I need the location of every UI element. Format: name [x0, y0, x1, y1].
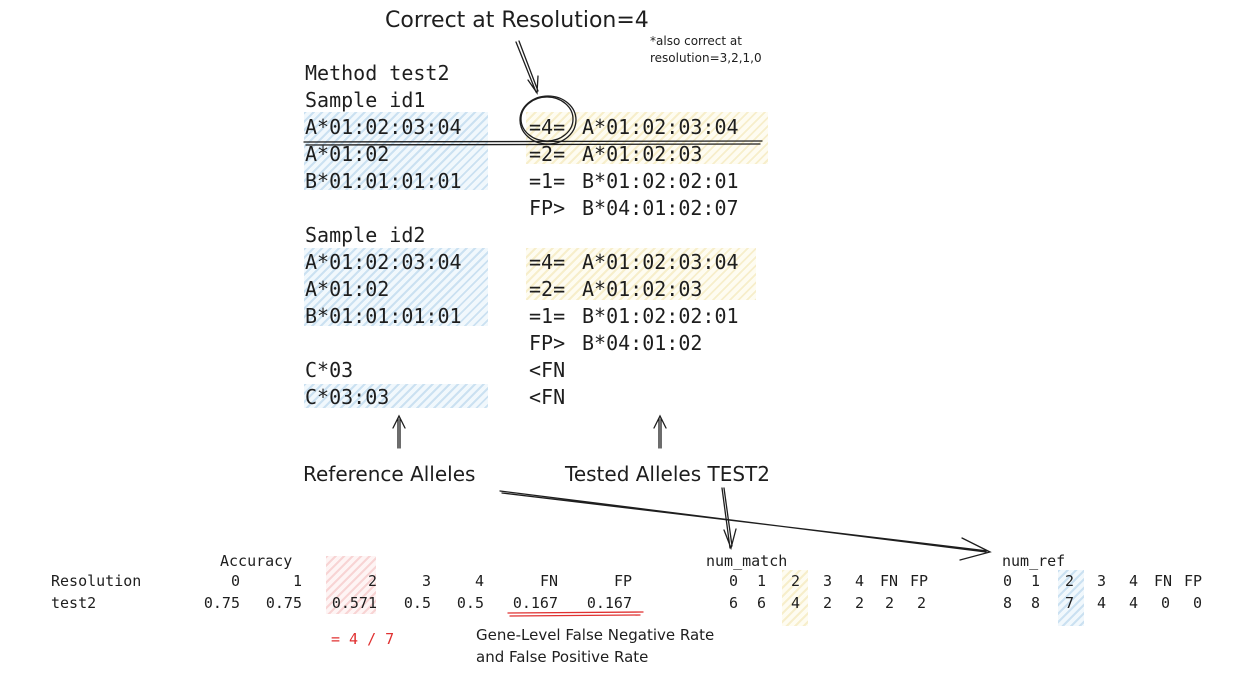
- reference-alleles-label: Reference Alleles: [303, 462, 476, 486]
- match-col-header: 2: [790, 572, 800, 590]
- match-value: 4: [790, 594, 800, 612]
- match-operator: =1=: [529, 169, 566, 193]
- gene-level-note-line1: Gene-Level False Negative Rate: [476, 626, 715, 644]
- match-operator: <FN: [529, 385, 566, 409]
- tested-allele: B*04:01:02: [582, 331, 703, 355]
- match-res2-highlight: [782, 570, 808, 626]
- tested-alleles-label: Tested Alleles TEST2: [565, 462, 770, 486]
- accuracy-col-header: FP: [613, 572, 632, 590]
- match-col-header: FP: [909, 572, 928, 590]
- match-value: 2: [854, 594, 864, 612]
- ref-value: 4: [1128, 594, 1138, 612]
- match-operator: =4=: [529, 250, 566, 274]
- accuracy-col-header: 2: [367, 572, 377, 590]
- test-highlight-id2: [526, 248, 756, 300]
- also-correct-note-line1: *also correct at: [650, 34, 742, 48]
- accuracy-res2-highlight: [326, 556, 376, 614]
- match-value: 2: [822, 594, 832, 612]
- accuracy-value: 0.5: [456, 594, 484, 612]
- match-col-header: 0: [728, 572, 738, 590]
- ref-allele: B*01:01:01:01: [305, 169, 462, 193]
- ref-highlight-id1: [304, 112, 488, 190]
- ref-col-header: 0: [1002, 572, 1012, 590]
- ref-value: 8: [1002, 594, 1012, 612]
- accuracy-col-header: FN: [539, 572, 558, 590]
- accuracy-col-header: 0: [230, 572, 240, 590]
- fn-fp-underline: [507, 611, 644, 617]
- ref-allele: A*01:02:03:04: [305, 115, 462, 139]
- sample-title: Sample id2: [305, 223, 426, 247]
- accuracy-col-header: 1: [292, 572, 302, 590]
- accuracy-value: 0.75: [203, 594, 240, 612]
- match-value: 2: [884, 594, 894, 612]
- tested-allele: B*01:02:02:01: [582, 304, 739, 328]
- ref-value: 0: [1192, 594, 1202, 612]
- accuracy-col-header: 3: [421, 572, 431, 590]
- ref-allele: A*01:02: [305, 142, 390, 166]
- accuracy-value: 0.167: [512, 594, 558, 612]
- ref-col-header: 4: [1128, 572, 1138, 590]
- accuracy-title: Accuracy: [220, 552, 293, 570]
- tested-down-arrow-icon: [721, 487, 737, 551]
- reference-up-arrow-icon: [392, 414, 406, 449]
- match-operator: <FN: [529, 358, 566, 382]
- match-operator: FP>: [529, 196, 566, 220]
- reference-long-arrow-icon: [499, 490, 992, 561]
- match-operator: =1=: [529, 304, 566, 328]
- tested-allele: A*01:02:03: [582, 277, 703, 301]
- correct-at-resolution-title: Correct at Resolution=4: [385, 8, 649, 33]
- ref-value: 7: [1064, 594, 1074, 612]
- match-col-header: 1: [756, 572, 766, 590]
- tested-allele: A*01:02:03:04: [582, 250, 739, 274]
- tested-allele: A*01:02:03:04: [582, 115, 739, 139]
- ref-value: 8: [1030, 594, 1040, 612]
- also-correct-note-line2: resolution=3,2,1,0: [650, 51, 762, 65]
- ratio-note: = 4 / 7: [331, 630, 395, 648]
- ref-value: 0: [1160, 594, 1170, 612]
- ref-col-header: FN: [1153, 572, 1172, 590]
- ref-col-header: FP: [1183, 572, 1202, 590]
- num-match-title: num_match: [706, 552, 788, 570]
- accuracy-col-header: 4: [474, 572, 484, 590]
- resolution-row-header: Resolution: [51, 572, 142, 590]
- match-col-header: 4: [854, 572, 864, 590]
- ref-allele: B*01:01:01:01: [305, 304, 462, 328]
- accuracy-value: 0.571: [331, 594, 377, 612]
- ref-col-header: 2: [1064, 572, 1074, 590]
- tested-allele: B*04:01:02:07: [582, 196, 739, 220]
- sample-title: Sample id1: [305, 88, 426, 112]
- ref-col-header: 1: [1030, 572, 1040, 590]
- ref-allele: C*03: [305, 358, 354, 382]
- match-operator: =2=: [529, 142, 566, 166]
- accuracy-value: 0.5: [403, 594, 431, 612]
- accuracy-value: 0.75: [265, 594, 302, 612]
- ref-allele: A*01:02:03:04: [305, 250, 462, 274]
- match-operator: =2=: [529, 277, 566, 301]
- ref-value: 4: [1096, 594, 1106, 612]
- gene-level-note-line2: and False Positive Rate: [476, 648, 649, 666]
- tested-allele: B*01:02:02:01: [582, 169, 739, 193]
- match-col-header: 3: [822, 572, 832, 590]
- test2-row-label: test2: [51, 594, 97, 612]
- match-operator: FP>: [529, 331, 566, 355]
- num-ref-title: num_ref: [1002, 552, 1066, 570]
- ref-allele: A*01:02: [305, 277, 390, 301]
- match-operator: =4=: [529, 115, 566, 139]
- title-arrow-icon: [515, 40, 539, 95]
- match-value: 6: [756, 594, 766, 612]
- tested-allele: A*01:02:03: [582, 142, 703, 166]
- accuracy-value: 0.167: [586, 594, 632, 612]
- match-value: 2: [916, 594, 926, 612]
- tested-up-arrow-icon: [653, 414, 667, 449]
- match-col-header: FN: [879, 572, 898, 590]
- ref-allele: C*03:03: [305, 385, 390, 409]
- ref-res2-highlight: [1058, 570, 1084, 626]
- ref-col-header: 3: [1096, 572, 1106, 590]
- ref-highlight-c0303: [304, 384, 488, 408]
- match-value: 6: [728, 594, 738, 612]
- method-title: Method test2: [305, 61, 450, 85]
- first-row-underline: [303, 140, 763, 146]
- ref-highlight-id2: [304, 248, 488, 326]
